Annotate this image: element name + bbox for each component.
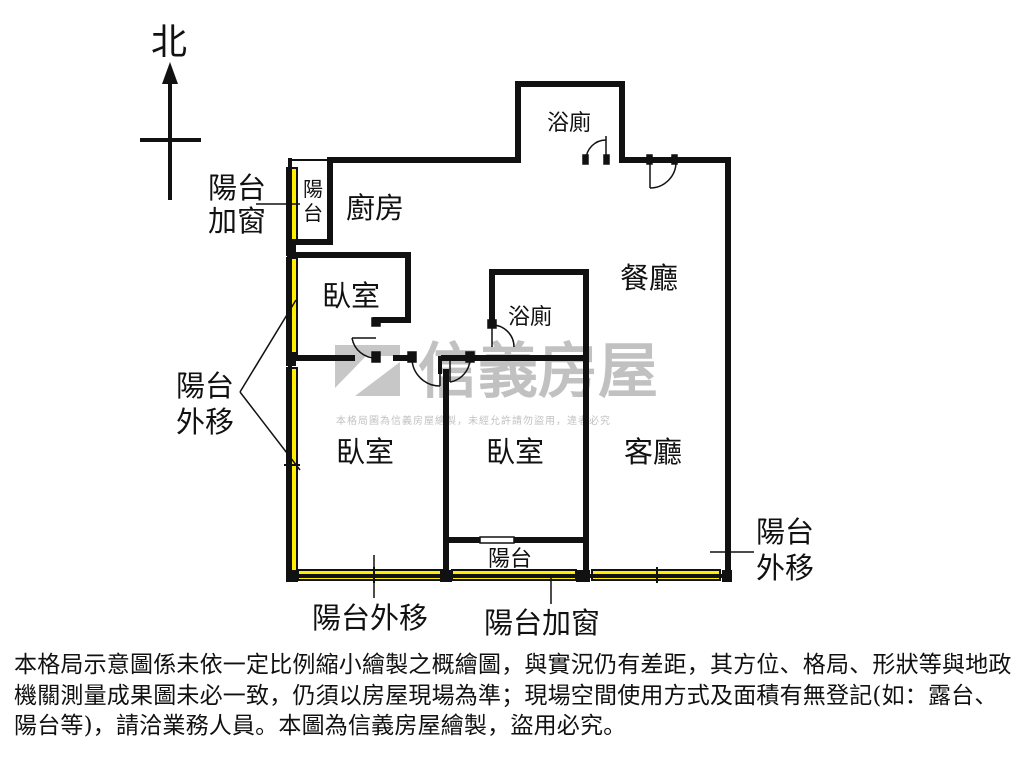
room-bedroom-upper-left: 臥室 <box>322 279 380 313</box>
room-bedroom-middle: 臥室 <box>486 435 544 469</box>
doors <box>351 136 678 544</box>
door-balcony-middle <box>479 536 515 544</box>
room-kitchen: 廚房 <box>346 191 404 225</box>
walls <box>287 81 732 581</box>
annotations: 陽台加窗 陽台外移 陽台外移 陽台外移 陽台加窗 <box>176 171 814 640</box>
annotation-window-enclosure-bottom: 陽台加窗 <box>484 606 600 640</box>
annotation-balcony-out-right: 陽台外移 <box>756 515 814 585</box>
door-bedroom-middle <box>449 351 475 383</box>
door-dining-north <box>646 154 678 189</box>
compass: 北 <box>140 22 201 200</box>
wall-posts <box>286 242 732 582</box>
room-living: 客廳 <box>624 435 682 469</box>
room-bathroom-north: 浴廁 <box>547 111 591 136</box>
disclaimer-text: 本格局示意圖係未依一定比例縮小繪製之概繪圖，與實況仍有差距，其方位、格局、形狀等… <box>14 652 1012 739</box>
watermark: 信義房屋 本格局圖為信義房屋繪製，未經允許請勿盜用，違者必究 <box>335 337 658 427</box>
room-labels: 浴廁 廚房 餐廳 臥室 浴廁 臥室 臥室 客廳 陽台 陽台 <box>303 111 682 572</box>
door-bedroom-lower-left <box>407 351 441 387</box>
annotation-balcony-out-bottom: 陽台外移 <box>312 601 428 635</box>
brand-logo-mark <box>335 345 400 396</box>
north-arrow-icon <box>162 62 178 84</box>
room-balcony-middle: 陽台 <box>488 547 532 572</box>
annotation-balcony-out-left: 陽台外移 <box>176 369 234 439</box>
room-bathroom-center: 浴廁 <box>508 305 552 330</box>
room-balcony-kitchen: 陽台 <box>303 177 323 225</box>
annotation-window-enclosure-top: 陽台加窗 <box>208 171 266 238</box>
watermark-brand: 信義房屋 <box>418 337 658 407</box>
watermark-notice: 本格局圖為信義房屋繪製，未經允許請勿盜用，違者必究 <box>336 414 611 427</box>
door-bathroom-center <box>487 319 515 348</box>
door-bathroom-north <box>582 136 610 165</box>
room-dining: 餐廳 <box>620 261 678 295</box>
door-bedroom-upper-left <box>351 317 381 363</box>
room-bedroom-lower-left: 臥室 <box>336 435 394 469</box>
north-label: 北 <box>151 22 187 63</box>
